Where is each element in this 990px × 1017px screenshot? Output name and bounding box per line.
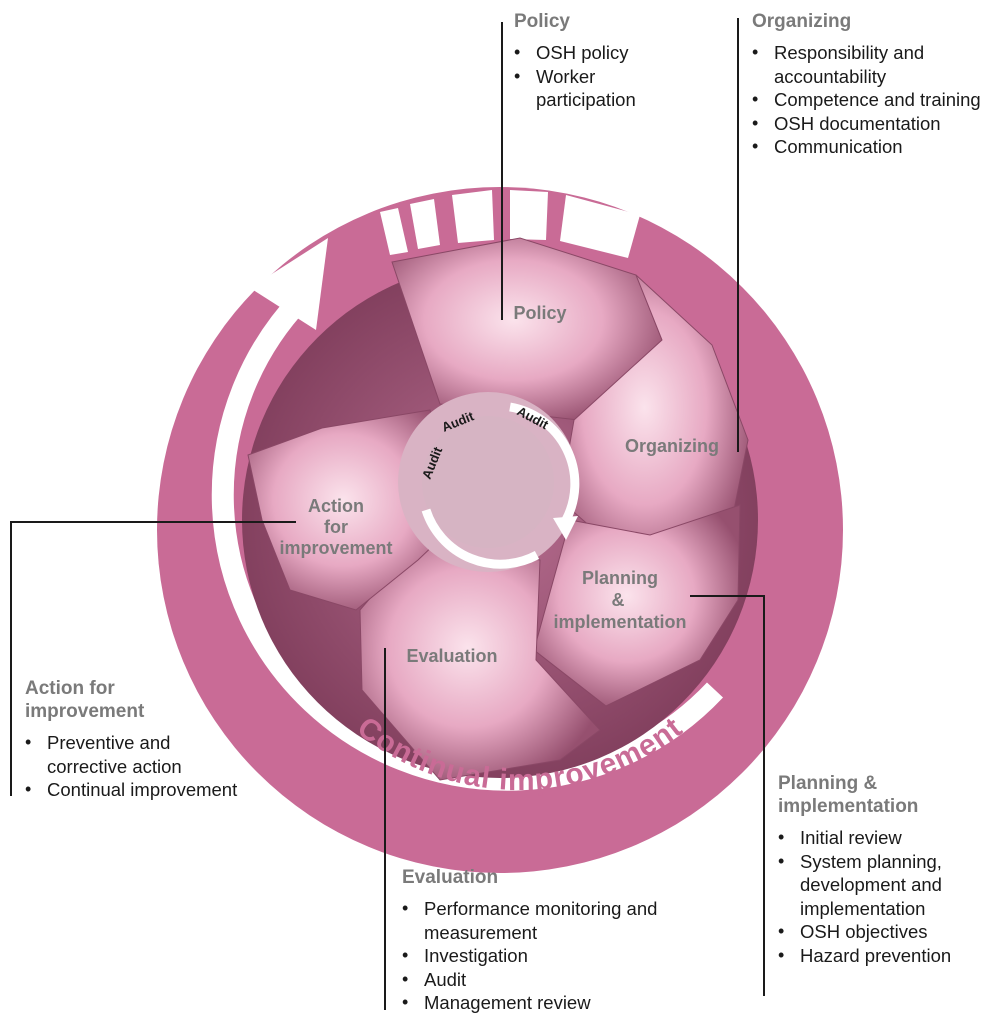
panel-policy-title: Policy	[514, 11, 570, 32]
panel-evaluation: Evaluation Performance monitoring and me…	[402, 866, 692, 1015]
panel-action-list: Preventive and corrective action Continu…	[25, 731, 305, 802]
panel-organizing: Organizing Responsibility and accountabi…	[752, 10, 984, 159]
list-item: Performance monitoring and measurement	[402, 897, 684, 944]
petal-planning	[533, 504, 741, 707]
panel-organizing-title: Organizing	[752, 11, 852, 32]
panel-action-title-line-2: improvement	[25, 701, 145, 722]
list-item: Worker participation	[514, 65, 694, 112]
petal-label-action-1: Action	[308, 496, 364, 516]
audit-center	[422, 416, 554, 548]
panel-organizing-list: Responsibility and accountability Compet…	[752, 41, 984, 159]
petal-label-action-2: for	[324, 517, 348, 537]
list-item: Preventive and corrective action	[25, 731, 247, 778]
connector-planning	[690, 595, 765, 996]
connector-action	[10, 521, 296, 796]
list-item: OSH policy	[514, 41, 694, 65]
panel-policy-list: OSH policy Worker participation	[514, 41, 694, 112]
petal-label-planning-1: Planning	[582, 568, 658, 588]
panel-action-title-line-1: Action for	[25, 678, 115, 699]
list-item: Responsibility and accountability	[752, 41, 984, 88]
panel-planning-list: Initial review System planning, developm…	[778, 826, 984, 967]
list-item: Hazard prevention	[778, 944, 984, 968]
list-item: OSH objectives	[778, 920, 984, 944]
panel-planning: Planning & implementation Initial review…	[778, 772, 984, 967]
list-item: Management review	[402, 991, 692, 1015]
audit-cycle-arrow	[421, 508, 540, 569]
list-item: Communication	[752, 135, 984, 159]
list-item: OSH documentation	[752, 112, 984, 136]
petal-label-organizing: Organizing	[625, 436, 719, 456]
list-item: Competence and training	[752, 88, 984, 112]
petal-label-evaluation: Evaluation	[406, 646, 497, 666]
panel-planning-title: Planning & implementation	[778, 772, 984, 818]
audit-arrowhead	[553, 516, 578, 540]
list-item: Initial review	[778, 826, 984, 850]
petal-label-action-3: improvement	[279, 538, 392, 558]
panel-action: Action for improvement Preventive and co…	[25, 677, 305, 802]
panel-planning-title-line-2: implementation	[778, 796, 919, 817]
petal-label-policy: Policy	[513, 303, 566, 323]
list-item: Investigation	[402, 944, 692, 968]
petals	[247, 237, 749, 781]
list-item: Continual improvement	[25, 778, 305, 802]
petal-label-planning-3: implementation	[553, 612, 686, 632]
petal-label-planning-2: &	[612, 590, 625, 610]
panel-evaluation-list: Performance monitoring and measurement I…	[402, 897, 692, 1015]
audit-cycle-arrow-top	[509, 402, 580, 523]
list-item: Audit	[402, 968, 692, 992]
panel-policy: Policy OSH policy Worker participation	[514, 10, 694, 112]
panel-planning-title-line-1: Planning &	[778, 773, 878, 794]
continual-improvement-arrowhead	[250, 238, 328, 330]
arc-dashes	[380, 190, 640, 258]
panel-evaluation-title: Evaluation	[402, 867, 499, 888]
continual-improvement-arrow	[211, 292, 724, 791]
list-item: System planning, development and impleme…	[778, 850, 984, 921]
panel-action-title: Action for improvement	[25, 677, 305, 723]
